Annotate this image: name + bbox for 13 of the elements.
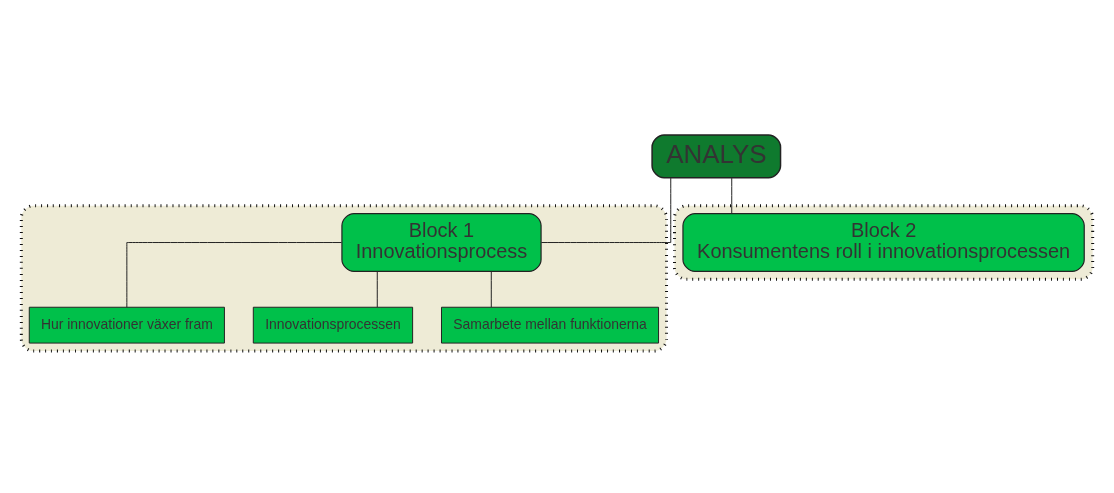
connector	[376, 270, 378, 308]
cluster	[673, 203, 1095, 281]
node-box: Samarbete mellan funktionerna	[441, 306, 660, 344]
node-box: Block 2 Konsumentens roll i innovationsprocessen	[682, 212, 1085, 272]
node-box: Innovationsprocessen	[252, 306, 414, 344]
node-box: ANALYS	[651, 133, 782, 179]
node-box: Block 1 Innovationsprocess	[341, 212, 542, 272]
connector	[731, 177, 733, 214]
connector	[540, 177, 672, 243]
node-box: Hur innovationer växer fram	[28, 306, 225, 344]
connector	[490, 270, 492, 308]
cluster	[19, 203, 669, 353]
connector	[126, 241, 342, 308]
